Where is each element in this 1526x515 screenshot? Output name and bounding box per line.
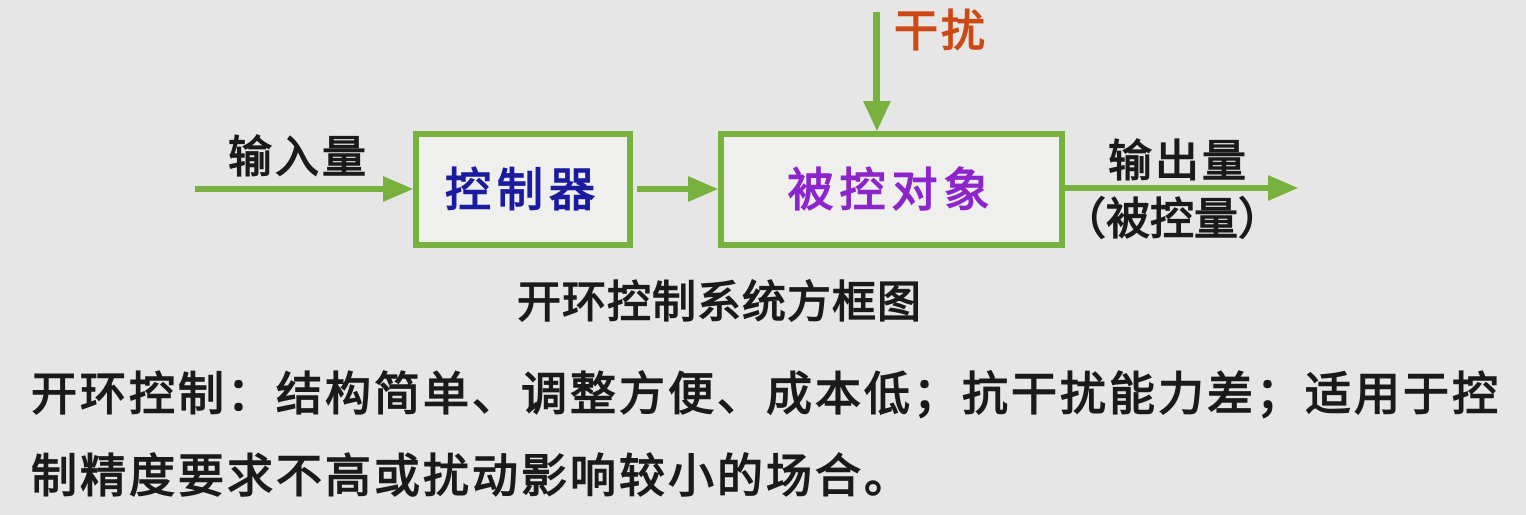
- output-arrowhead-icon: [1268, 175, 1298, 201]
- controller-to-plant-arrowhead-icon: [688, 176, 718, 202]
- output-arrow-line: [1065, 185, 1269, 191]
- diagram-caption: 开环控制系统方框图: [517, 277, 922, 328]
- input-arrowhead-icon: [383, 176, 413, 202]
- description-line-1: 开环控制：结构简单、调整方便、成本低；抗干扰能力差；适用于控: [31, 367, 1501, 421]
- disturbance-arrowhead-icon: [863, 101, 891, 131]
- disturbance-label: 干扰: [894, 6, 988, 57]
- disturbance-arrow-line: [873, 12, 880, 104]
- controller-label: 控制器: [445, 162, 601, 217]
- description-line-2: 制精度要求不高或扰动影响较小的场合。: [31, 449, 913, 503]
- controller-to-plant-arrow-line: [637, 186, 689, 192]
- plant-label: 被控对象: [787, 162, 996, 217]
- input-label: 输入量: [228, 132, 369, 183]
- plant-box: 被控对象: [718, 131, 1065, 248]
- output-label: 输出量: [1108, 136, 1249, 187]
- output-label-subtitle: （被控量）: [1062, 194, 1282, 245]
- controller-box: 控制器: [413, 131, 633, 248]
- input-arrow-line: [195, 186, 385, 192]
